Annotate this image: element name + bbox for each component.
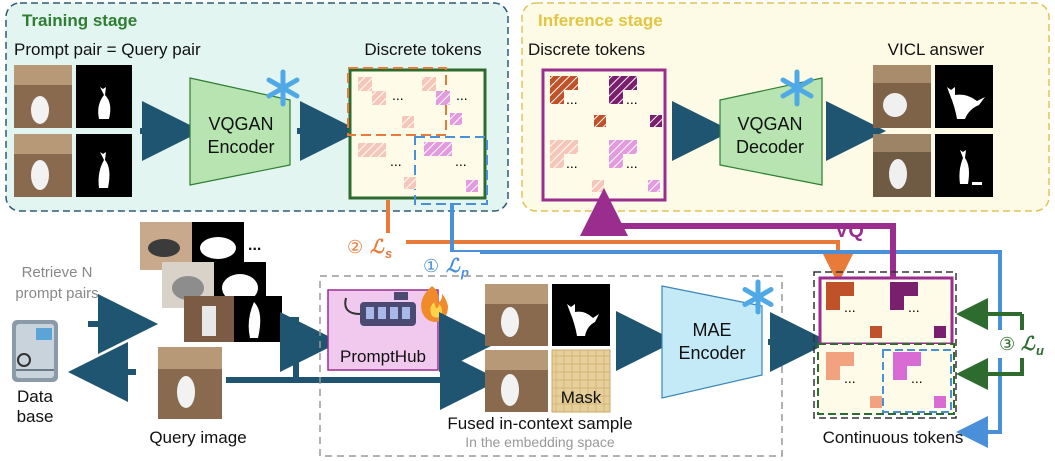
frozen-snowflake-icon	[780, 69, 814, 107]
database-label-line1: Data	[17, 387, 53, 406]
continuous-tokens-label: Continuous tokens	[823, 428, 964, 447]
loss-s-subscript: s	[385, 246, 392, 261]
vqgan-encoder-line2: Encoder	[207, 137, 274, 157]
vqgan-decoder-line2: Decoder	[736, 137, 804, 157]
prompt-pair-label: Prompt pair = Query pair	[14, 40, 201, 59]
mae-encoder-line2: Encoder	[678, 343, 745, 363]
discrete-tokens-label: Discrete tokens	[364, 40, 481, 59]
vq-label: VQ	[835, 220, 864, 242]
loss-p-label: ① ℒ p	[420, 252, 480, 280]
loss-u-number: ③	[999, 334, 1015, 354]
inference-tokens-label: Discrete tokens	[528, 40, 645, 59]
inference-title: Inference stage	[538, 11, 663, 30]
mask-label: Mask	[561, 388, 602, 407]
vicl-answer-label: VICL answer	[888, 40, 985, 59]
retrieve-label-line2: prompt pairs	[15, 285, 98, 302]
loss-s-arrow	[386, 200, 854, 284]
loss-u-subscript: u	[1036, 343, 1044, 358]
mae-encoder-line1: MAE	[692, 320, 731, 340]
ellipsis: ...	[908, 299, 920, 315]
frozen-snowflake-icon	[742, 279, 774, 315]
query-image-label: Query image	[149, 428, 246, 447]
retrieved-prompt-pairs: ...	[140, 222, 282, 342]
ellipsis: ...	[911, 370, 923, 386]
loss-u-label: ③ ℒ u	[998, 330, 1054, 358]
loss-s-number: ②	[347, 237, 363, 257]
database-icon	[12, 320, 58, 382]
prompthub: PromptHub	[327, 289, 439, 371]
continuous-token-grid: ... ... ... ...	[813, 271, 957, 419]
ellipsis: ...	[390, 153, 402, 169]
ellipsis: ...	[455, 153, 467, 169]
arrow-pairs-to-hub	[280, 312, 340, 372]
ellipsis: ...	[248, 237, 261, 254]
retrieve-label-line1: Retrieve N	[22, 264, 93, 281]
training-title: Training stage	[22, 11, 137, 30]
fused-sample	[485, 284, 611, 413]
database-label-line2: base	[17, 407, 54, 426]
ellipsis: ...	[626, 155, 638, 171]
loss-p-number: ①	[423, 256, 439, 276]
training-stage-panel: Training stage Prompt pair = Query pair …	[5, 2, 509, 212]
loss-p-symbol: ℒ	[446, 256, 461, 277]
ellipsis: ...	[566, 91, 578, 107]
vqgan-decoder-line1: VQGAN	[737, 114, 802, 134]
ellipsis: ...	[456, 87, 468, 103]
loss-p-subscript: p	[460, 265, 469, 280]
loss-s-label: ② ℒ s	[344, 233, 406, 261]
ellipsis: ...	[626, 91, 638, 107]
frozen-snowflake-icon	[266, 69, 300, 107]
inference-token-grid: ... ... ... ...	[541, 68, 667, 202]
query-image	[158, 347, 222, 419]
prompt-pair-images	[14, 65, 132, 197]
loss-p-arrow	[450, 203, 1002, 448]
inference-stage-panel: Inference stage Discrete tokens ... ... …	[521, 2, 1050, 212]
vicl-answer-images	[873, 65, 993, 197]
loss-s-symbol: ℒ	[370, 237, 385, 258]
ellipsis: ...	[844, 370, 856, 386]
ellipsis: ...	[392, 87, 404, 103]
prompthub-label: PromptHub	[340, 347, 426, 366]
vqgan-encoder-line1: VQGAN	[208, 114, 273, 134]
vqgan-encoder	[189, 77, 291, 186]
loss-u-symbol: ℒ	[1021, 334, 1036, 355]
mae-encoder	[661, 285, 763, 399]
ellipsis: ...	[566, 155, 578, 171]
embedding-space-label: In the embedding space	[465, 434, 615, 450]
fused-sample-label: Fused in-context sample	[447, 414, 632, 433]
vq-arrow	[580, 188, 896, 278]
training-token-grid: ... ... ... ...	[347, 67, 488, 205]
ellipsis: ...	[844, 299, 856, 315]
